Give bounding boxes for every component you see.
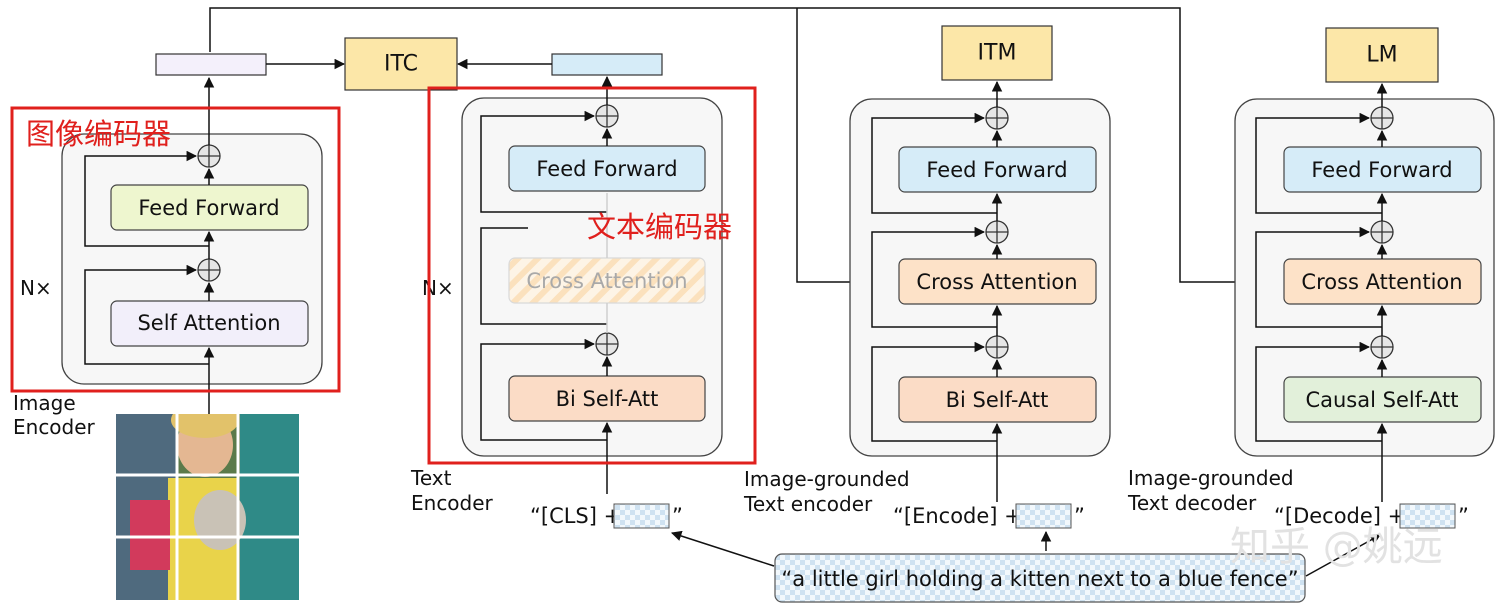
encode-token-prefix: “[Encode] +	[893, 504, 1022, 528]
text-embedding-vector	[551, 53, 663, 76]
image-encoder-caption-1: Image	[13, 391, 76, 415]
grounded-encoder-add-node-3	[985, 106, 1009, 130]
input-photo	[116, 414, 299, 600]
grounded-decoder-feed-forward-label: Feed Forward	[1311, 158, 1452, 182]
image-encoder: 图像编码器 N× Self Attention Feed Forward Ima…	[10, 76, 341, 439]
encode-token-suffix: ”	[1074, 504, 1085, 528]
text-encoder-repeat: N×	[422, 276, 454, 300]
lm-output-box	[1325, 27, 1439, 83]
text-encoder: N× Bi Self-Att Cross Attention Feed Forw…	[410, 75, 757, 529]
grounded-encoder-add-node-2	[985, 220, 1009, 244]
grounded-encoder-add-node-1	[985, 335, 1009, 359]
grounded-text-encoder: ITM Bi Self-Att Cross Attention Feed For…	[743, 25, 1111, 551]
grounded-text-decoder: LM Causal Self-Att Cross Attention Feed …	[1127, 27, 1495, 529]
text-encoder-caption-1: Text	[410, 466, 452, 490]
image-feed-forward-label: Feed Forward	[138, 196, 279, 220]
image-add-node-2	[197, 144, 221, 168]
text-add-node-2	[595, 104, 619, 128]
text-encoder-highlight	[427, 86, 757, 465]
grounded-decoder-causal-self-att-label: Causal Self-Att	[1305, 388, 1458, 412]
cls-token-suffix: ”	[672, 504, 683, 528]
text-cross-attention-label: Cross Attention	[526, 269, 687, 293]
text-encoder-caption-2: Encoder	[411, 491, 494, 515]
grounded-decoder-add-node-3	[1370, 106, 1394, 130]
sentence-to-cls-arrow	[671, 530, 775, 567]
itm-label: ITM	[978, 41, 1017, 66]
itc-label: ITC	[384, 52, 418, 77]
grounded-encoder-caption-1: Image-grounded	[744, 467, 910, 491]
text-encoder-annotation: 文本编码器	[587, 210, 732, 244]
grounded-encoder-feed-forward-label: Feed Forward	[926, 158, 1067, 182]
text-bi-self-att-label: Bi Self-Att	[556, 387, 659, 411]
grounded-decoder-caption-2: Text decoder	[1127, 491, 1257, 515]
decode-token-box	[1399, 503, 1456, 529]
lm-label: LM	[1366, 43, 1397, 68]
image-embedding-vector	[155, 53, 267, 76]
itm-output-box	[941, 25, 1053, 81]
grounded-decoder-caption-1: Image-grounded	[1128, 466, 1294, 490]
image-encoder-repeat: N×	[20, 276, 52, 300]
watermark: 知乎 @姚远	[1230, 524, 1443, 570]
grounded-encoder-cross-attention-label: Cross Attention	[916, 270, 1077, 294]
text-feed-forward-label: Feed Forward	[536, 157, 677, 181]
encode-token-box	[1015, 503, 1072, 529]
grounded-encoder-caption-2: Text encoder	[743, 492, 873, 516]
grounded-decoder-cross-attention-label: Cross Attention	[1301, 270, 1462, 294]
sentence-to-decode-arrow	[1305, 534, 1381, 577]
input-text-box	[774, 553, 1306, 603]
image-encoder-caption-2: Encoder	[13, 415, 96, 439]
image-encoder-highlight	[10, 106, 341, 393]
text-add-node-1	[595, 332, 619, 356]
image-add-node-1	[197, 258, 221, 282]
input-text: “a little girl holding a kitten next to …	[781, 567, 1298, 591]
decode-token-prefix: “[Decode] +	[1274, 504, 1405, 528]
image-self-attention-label: Self Attention	[137, 311, 280, 335]
grounded-decoder-add-node-2	[1370, 220, 1394, 244]
cls-token-box	[613, 503, 670, 529]
grounded-decoder-add-node-1	[1370, 335, 1394, 359]
grounded-encoder-bi-self-att-label: Bi Self-Att	[946, 388, 1049, 412]
decode-token-suffix: ”	[1458, 504, 1469, 528]
image-encoder-annotation: 图像编码器	[26, 117, 171, 151]
cls-token-prefix: “[CLS] +	[530, 504, 621, 528]
itc-output-box	[344, 37, 458, 91]
